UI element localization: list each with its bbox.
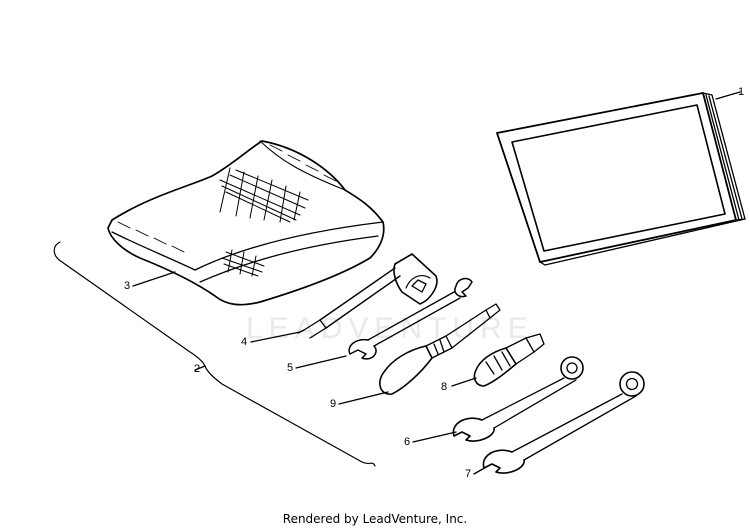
callout-7: 7 bbox=[465, 468, 472, 480]
leader-line-3 bbox=[132, 271, 176, 287]
leader-line-4 bbox=[250, 331, 301, 343]
screwdriver bbox=[379, 303, 501, 395]
leader-line-6 bbox=[412, 431, 457, 443]
leader-line-9 bbox=[338, 391, 389, 405]
footer-credit: Rendered by LeadVenture, Inc. bbox=[282, 512, 468, 526]
leader-line-5 bbox=[295, 355, 347, 369]
callout-5: 5 bbox=[287, 362, 294, 374]
callout-1: 1 bbox=[738, 86, 745, 98]
bag-hatching bbox=[219, 167, 309, 223]
leader-line-2 bbox=[194, 365, 206, 371]
callout-9: 9 bbox=[330, 398, 337, 410]
leader-line-7 bbox=[473, 465, 489, 475]
kit-bracket bbox=[53, 241, 376, 467]
leader-line-8 bbox=[451, 377, 477, 387]
callout-6: 6 bbox=[404, 436, 411, 448]
callout-8: 8 bbox=[441, 381, 448, 393]
tool-bag bbox=[107, 140, 385, 306]
combination-wrench-6 bbox=[452, 356, 584, 442]
spark-plug-wrench bbox=[297, 253, 438, 339]
combination-wrench-7 bbox=[482, 371, 645, 474]
bit-holder bbox=[473, 333, 545, 387]
callout-4: 4 bbox=[241, 336, 248, 348]
callout-3: 3 bbox=[124, 280, 131, 292]
owners-manual bbox=[496, 92, 746, 266]
leader-line-1 bbox=[715, 91, 741, 100]
small-wrench bbox=[348, 277, 473, 360]
callout-2: 2 bbox=[194, 363, 201, 375]
